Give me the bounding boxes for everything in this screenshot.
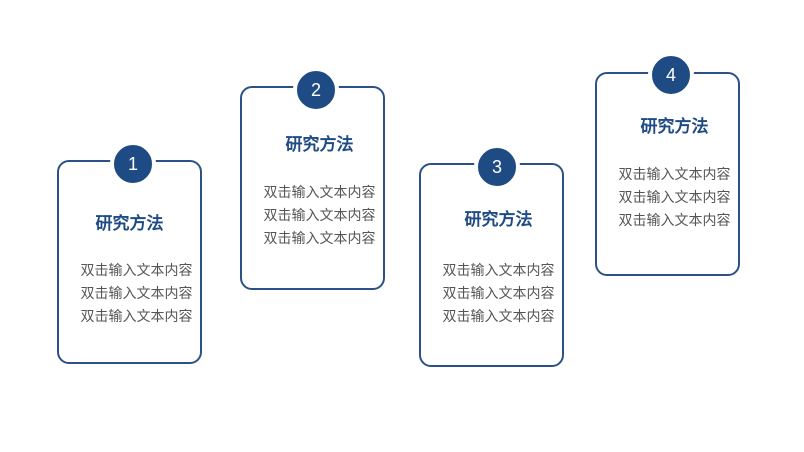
step-text-line[interactable]: 双击输入文本内容 <box>618 190 731 206</box>
step-text-line[interactable]: 双击输入文本内容 <box>442 286 555 302</box>
step-text-line[interactable]: 双击输入文本内容 <box>80 309 193 325</box>
step-card-4 <box>595 72 740 276</box>
step-number-badge-1: 1 <box>110 141 156 187</box>
step-text-line[interactable]: 双击输入文本内容 <box>80 286 193 302</box>
step-text-1[interactable]: 双击输入文本内容 双击输入文本内容 双击输入文本内容 <box>64 260 209 329</box>
step-card-3 <box>419 163 564 367</box>
step-text-line[interactable]: 双击输入文本内容 <box>263 231 376 247</box>
step-title-4[interactable]: 研究方法 <box>640 117 709 137</box>
step-text-line[interactable]: 双击输入文本内容 <box>618 213 731 229</box>
step-text-line[interactable]: 双击输入文本内容 <box>263 185 376 201</box>
step-card-1 <box>57 160 202 364</box>
step-text-line[interactable]: 双击输入文本内容 <box>442 263 555 279</box>
step-title-1[interactable]: 研究方法 <box>95 214 164 234</box>
step-card-2 <box>240 86 385 290</box>
step-text-line[interactable]: 双击输入文本内容 <box>80 263 193 279</box>
step-text-line[interactable]: 双击输入文本内容 <box>442 309 555 325</box>
step-text-line[interactable]: 双击输入文本内容 <box>618 167 731 183</box>
step-text-3[interactable]: 双击输入文本内容 双击输入文本内容 双击输入文本内容 <box>426 260 571 329</box>
step-title-2[interactable]: 研究方法 <box>285 135 354 155</box>
step-number-badge-2: 2 <box>293 67 339 113</box>
step-text-2[interactable]: 双击输入文本内容 双击输入文本内容 双击输入文本内容 <box>247 182 392 251</box>
step-text-4[interactable]: 双击输入文本内容 双击输入文本内容 双击输入文本内容 <box>602 164 747 233</box>
step-text-line[interactable]: 双击输入文本内容 <box>263 208 376 224</box>
step-number-badge-3: 3 <box>474 144 520 190</box>
step-title-3[interactable]: 研究方法 <box>464 210 533 230</box>
step-number-badge-4: 4 <box>648 52 694 98</box>
